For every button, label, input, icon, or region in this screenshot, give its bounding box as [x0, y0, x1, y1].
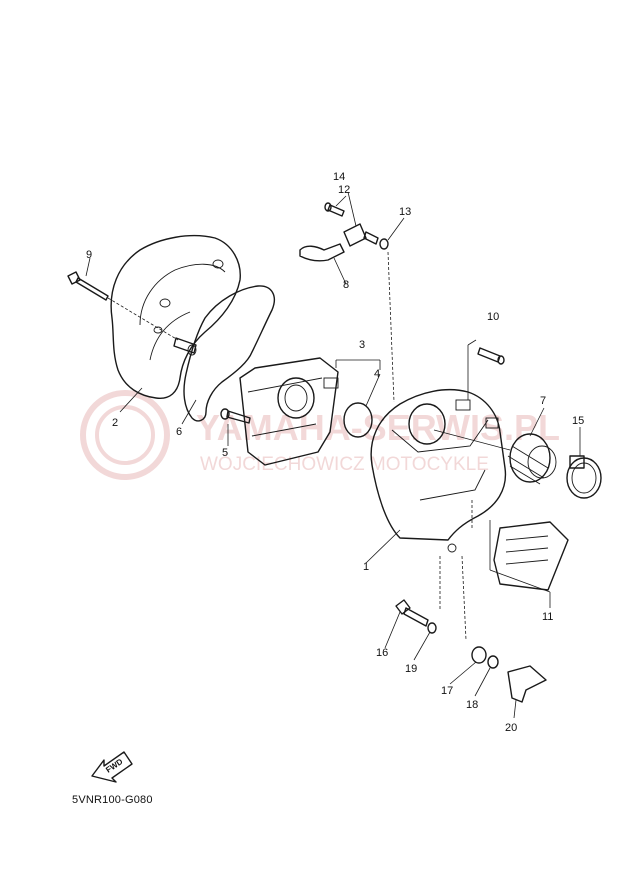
part-9-bolt [67, 271, 179, 341]
callout-11: 11 [542, 611, 553, 623]
part-5-screw [220, 408, 251, 424]
callout-13: 13 [399, 206, 411, 218]
callout-3: 3 [359, 339, 365, 351]
leader-lines [85, 191, 517, 719]
callout-8: 8 [343, 279, 349, 291]
callout-12: 12 [338, 184, 350, 196]
part-4-o-ring [343, 402, 373, 438]
watermark-logo-icon [80, 390, 170, 480]
callout-15: 15 [572, 415, 584, 427]
part-18-collar [487, 655, 499, 669]
part-6-gasket [183, 285, 276, 422]
callout-14: 14 [333, 171, 345, 183]
part-8-hose [299, 243, 345, 262]
part-13-clip [379, 238, 389, 250]
part-20-bracket [507, 665, 547, 703]
callout-1: 1 [363, 561, 369, 573]
part-11-duct [489, 520, 569, 608]
part-14-screw [324, 202, 345, 217]
callout-18: 18 [466, 699, 478, 711]
callout-7: 7 [540, 395, 546, 407]
part-15-clamp [566, 427, 602, 499]
callout-17: 17 [441, 685, 453, 697]
part-19-washer [427, 622, 437, 634]
part-3-element [239, 357, 381, 466]
part-17-damper [471, 646, 487, 664]
diagram-code: 5VNR100-G080 [72, 794, 153, 806]
part-2-cover [110, 235, 241, 399]
callout-19: 19 [405, 663, 417, 675]
callout-10: 10 [487, 311, 499, 323]
callout-4: 4 [374, 368, 380, 380]
watermark-line2: WÓJCIECHOWICZ MOTOCYKLE [200, 453, 489, 475]
callouts: 1 2 3 4 5 6 7 8 9 10 11 12 13 14 15 16 1… [86, 171, 584, 734]
part-10-screw [467, 339, 505, 400]
callout-20: 20 [505, 722, 517, 734]
part-7-joint [507, 407, 557, 485]
fwd-arrow-icon: FWD [91, 751, 133, 783]
callout-6: 6 [176, 426, 182, 438]
watermark-logo-inner-icon [95, 405, 155, 465]
part-1-case [370, 389, 507, 553]
part-16-bolt [395, 599, 429, 627]
callout-2: 2 [112, 417, 118, 429]
callout-9: 9 [86, 249, 92, 261]
part-12-joint [343, 223, 379, 247]
callout-16: 16 [376, 647, 388, 659]
callout-5: 5 [222, 447, 228, 459]
